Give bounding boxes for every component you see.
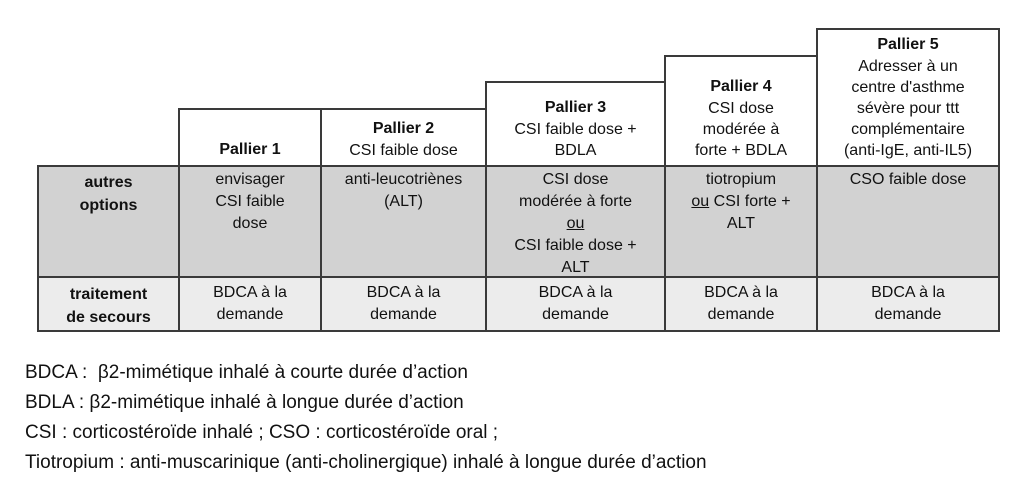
header-pallier-4: Pallier 4 CSI dose modérée à forte + BDL… bbox=[664, 55, 818, 167]
pallier-1-title: Pallier 1 bbox=[219, 141, 281, 158]
legend-line-csi-cso: CSI : corticostéroïde inhalé ; CSO : cor… bbox=[25, 422, 499, 443]
cell-secours-pallier-3: BDCA à la demande bbox=[485, 276, 666, 332]
pallier-5-title: Pallier 5 bbox=[877, 36, 939, 53]
header-pallier-5: Pallier 5 Adresser à un centre d'asthme … bbox=[816, 28, 1000, 167]
pallier-5-subtitle: Adresser à un centre d'asthme sévère pou… bbox=[843, 58, 973, 159]
underlined-ou: ou bbox=[691, 193, 710, 210]
pallier-4-subtitle: CSI dose modérée à forte + BDLA bbox=[694, 100, 788, 159]
header-pallier-2: Pallier 2 CSI faible dose bbox=[320, 108, 487, 167]
row-label-autres-options: autres options bbox=[37, 165, 180, 278]
cell-secours-pallier-2: BDCA à la demande bbox=[320, 276, 487, 332]
cell-options-pallier-1: envisager CSI faible dose bbox=[178, 165, 322, 278]
pallier-4-title: Pallier 4 bbox=[710, 78, 772, 95]
pallier-3-title: Pallier 3 bbox=[544, 99, 607, 116]
cell-secours-pallier-4: BDCA à la demande bbox=[664, 276, 818, 332]
cell-options-pallier-5: CSO faible dose bbox=[816, 165, 1000, 278]
abbreviation-legend: BDCA : β2-mimétique inhalé à courte duré… bbox=[25, 358, 707, 478]
cell-options-pallier-3: CSI dose modérée à forte ou CSI faible d… bbox=[485, 165, 666, 278]
pallier-3-subtitle: CSI faible dose + BDLA bbox=[514, 121, 637, 159]
header-pallier-3: Pallier 3 CSI faible dose + BDLA bbox=[485, 81, 666, 167]
cell-secours-pallier-5: BDCA à la demande bbox=[816, 276, 1000, 332]
legend-line-bdca: BDCA : β2-mimétique inhalé à courte duré… bbox=[25, 362, 468, 383]
pallier-2-subtitle: CSI faible dose bbox=[349, 142, 458, 159]
header-pallier-1: Pallier 1 bbox=[178, 108, 322, 167]
legend-line-bdla: BDLA : β2-mimétique inhalé à longue duré… bbox=[25, 392, 464, 413]
row-label-traitement-de-secours: traitement de secours bbox=[37, 276, 180, 332]
cell-secours-pallier-1: BDCA à la demande bbox=[178, 276, 322, 332]
legend-line-tiotropium: Tiotropium : anti-muscarinique (anti-cho… bbox=[25, 452, 707, 473]
cell-options-pallier-2: anti-leucotriènes (ALT) bbox=[320, 165, 487, 278]
underlined-ou: ou bbox=[566, 215, 585, 232]
cell-options-pallier-4: tiotropium ou CSI forte + ALT bbox=[664, 165, 818, 278]
pallier-2-title: Pallier 2 bbox=[372, 120, 435, 137]
